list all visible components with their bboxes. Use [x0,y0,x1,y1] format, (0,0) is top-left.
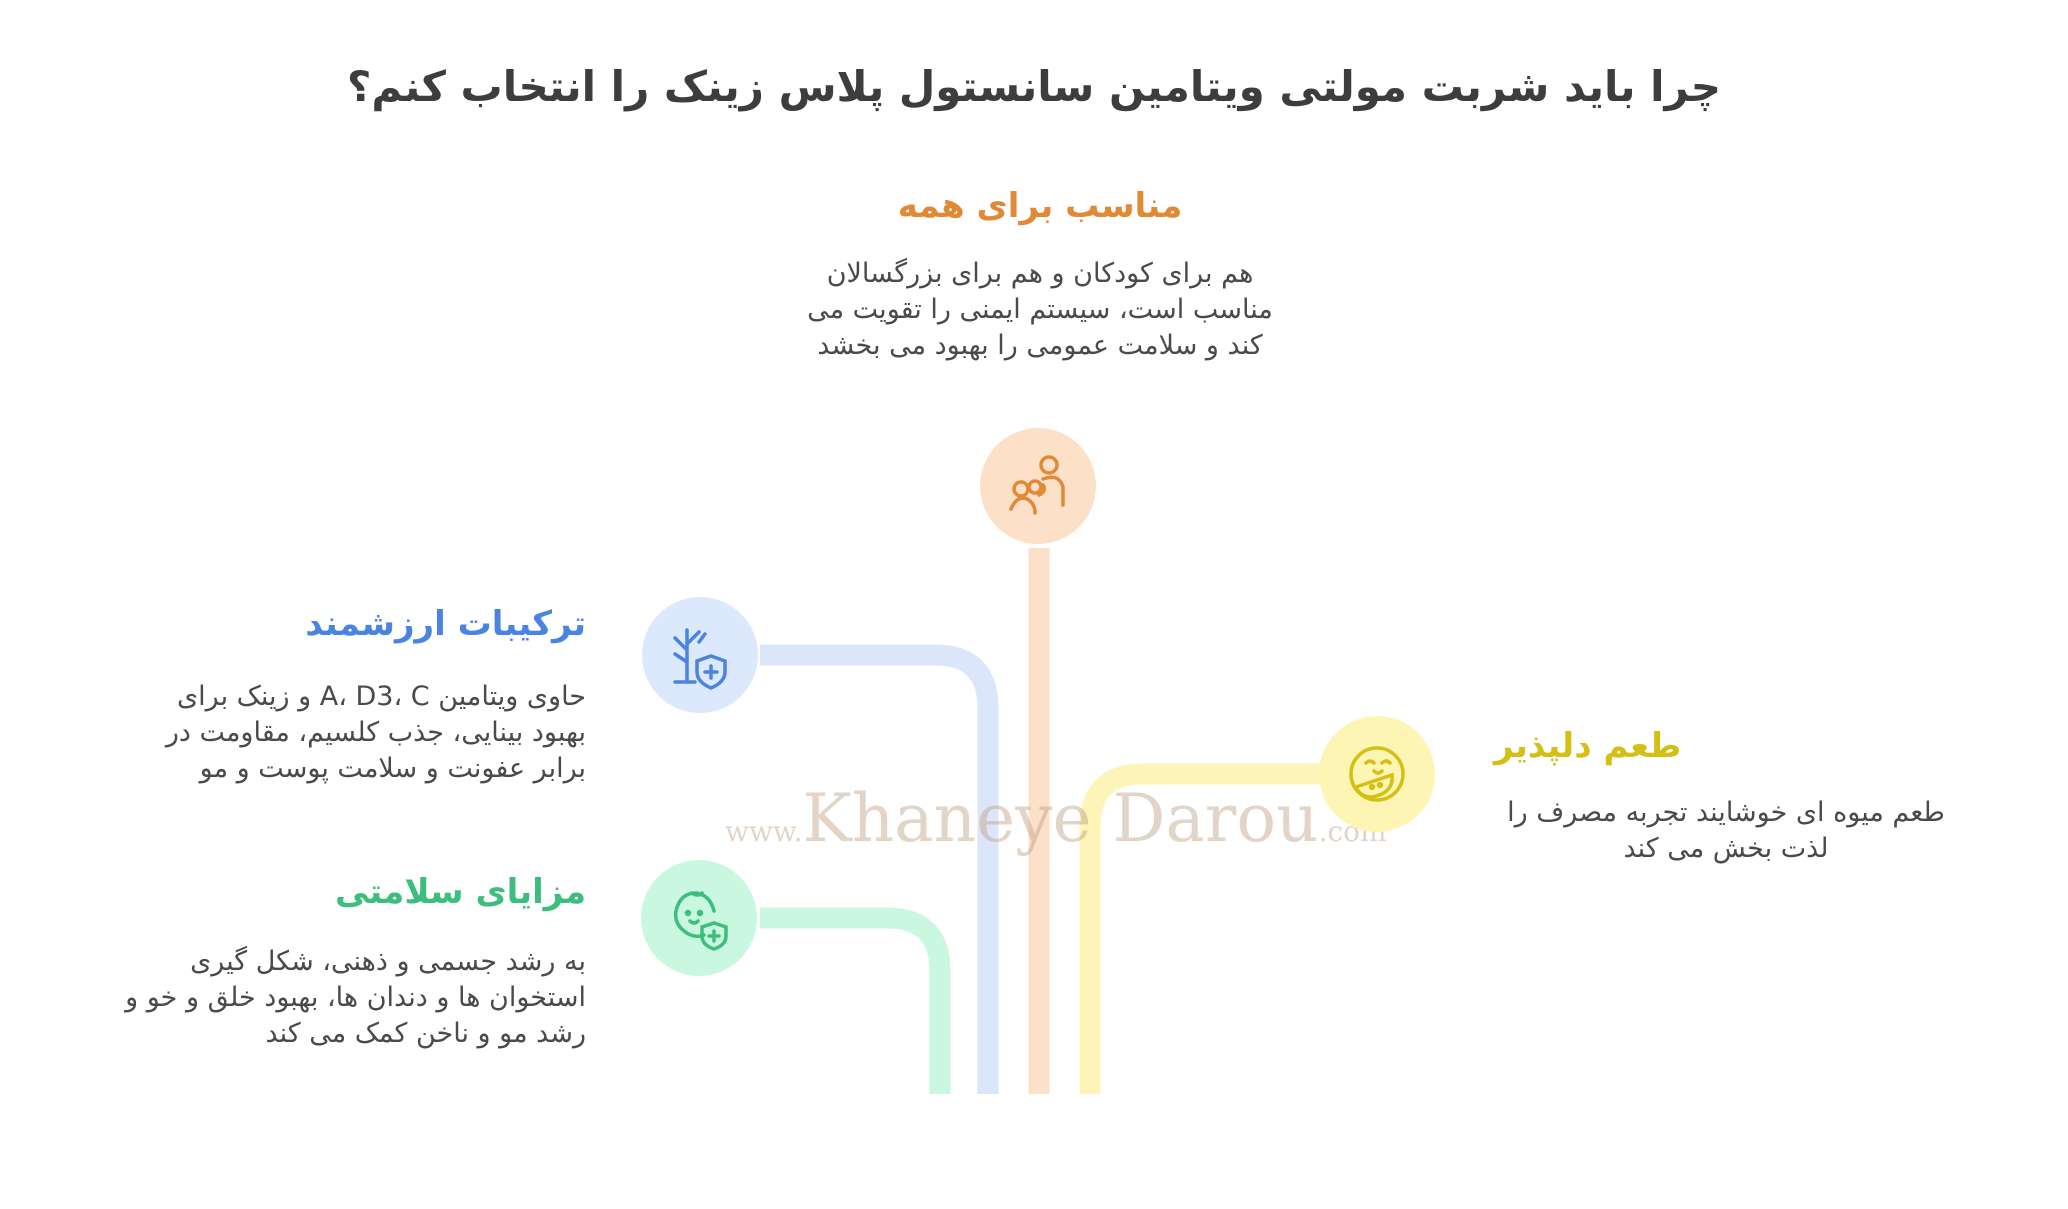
baby-shield-icon [641,860,757,976]
text-valuable-ingredients: حاوی ویتامین A، D3، C و زینک برای بهبود … [165,681,586,784]
heading-suitable-for-all: مناسب برای همه [897,186,1183,226]
text-suitable-for-all: هم برای کودکان و هم برای بزرگسالان مناسب… [807,258,1273,361]
watermark-name: Khaneye Darou [802,780,1319,857]
yellow-connector [1079,763,1320,1094]
page-title: چرا باید شربت مولتی ویتامین سانستول پلاس… [347,62,1721,111]
fruit-face-icon [1319,716,1435,832]
blue-connector [760,644,999,1094]
watermark: www.Khaneye Darou.com [725,780,1387,857]
family-icon [980,428,1096,544]
heading-valuable-ingredients: ترکیبات ارزشمند [305,604,586,644]
green-connector [760,907,951,1094]
heading-health-benefits: مزایای سلامتی [335,872,586,912]
heading-pleasant-taste: طعم دلپذیر [1494,726,1682,766]
watermark-prefix: www. [725,815,803,848]
text-pleasant-taste: طعم میوه ای خوشایند تجربه مصرف را لذت بخ… [1507,797,1945,864]
text-health-benefits: به رشد جسمی و ذهنی، شکل گیری استخوان ها … [125,946,586,1049]
plant-shield-icon [642,597,758,713]
